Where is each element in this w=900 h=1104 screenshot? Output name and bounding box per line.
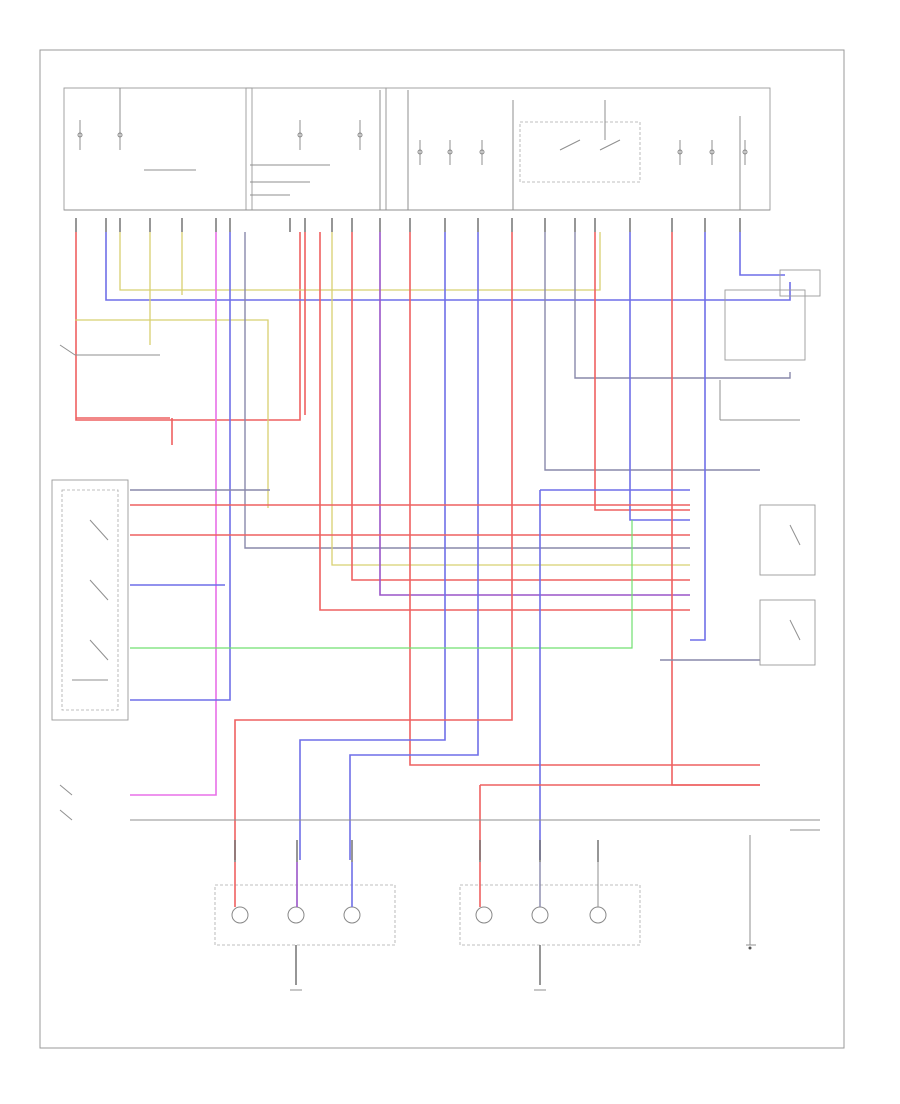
left-tail-light-assembly	[214, 862, 396, 985]
top-junction-boxes	[63, 87, 771, 211]
wire-green-1	[130, 520, 633, 649]
right-bulb-1	[475, 906, 493, 924]
transmission-range-switch	[59, 344, 160, 356]
relay-section	[519, 121, 641, 183]
center-fuse-box	[245, 87, 387, 211]
fuse-1	[77, 120, 83, 150]
left-bulb-3	[343, 906, 361, 924]
right-bulb-3	[589, 906, 607, 924]
wire-blue-1	[105, 232, 791, 301]
fuses	[77, 120, 748, 165]
fuse-3	[297, 120, 303, 150]
bottom-right-connector	[749, 819, 820, 945]
ground-dot	[748, 946, 752, 950]
right-tail-light-assembly	[459, 862, 641, 985]
wire-pink-1	[130, 232, 217, 796]
hazard-relay-box	[759, 599, 816, 666]
wire-red-4	[671, 232, 760, 786]
wire-red-2	[319, 232, 690, 611]
wire-yellow-1	[119, 232, 601, 291]
right-bulb-2	[531, 906, 549, 924]
diagram-frame	[39, 49, 845, 1049]
bottom-connector-pins	[234, 840, 599, 862]
left-fuse-box	[63, 87, 253, 211]
wire-red-1	[75, 232, 301, 421]
turn-signal-relay-box	[759, 504, 816, 576]
wire-red-3	[409, 232, 760, 766]
door-switch	[59, 784, 73, 821]
wire-grayblue-1	[244, 232, 690, 549]
fuse-10	[742, 140, 748, 165]
fuse-8	[677, 140, 683, 165]
light-switch-assembly	[51, 479, 129, 721]
right-relays	[719, 269, 821, 666]
fuse-7	[479, 140, 485, 165]
left-bulb-2	[287, 906, 305, 924]
high-mount-stop-light-box	[724, 289, 806, 361]
fuse-5	[417, 140, 423, 165]
wire-blue-2	[299, 232, 446, 860]
fuse-2	[117, 120, 123, 150]
fuse-6	[447, 140, 453, 165]
connector-pins	[75, 218, 741, 232]
left-bulb-1	[231, 906, 249, 924]
relay-switch-1	[559, 139, 621, 151]
top-feed-lines	[119, 88, 741, 210]
fuse-9	[709, 140, 715, 165]
fuse-4	[357, 120, 363, 150]
ground-symbols	[290, 944, 756, 991]
wires	[75, 232, 810, 860]
